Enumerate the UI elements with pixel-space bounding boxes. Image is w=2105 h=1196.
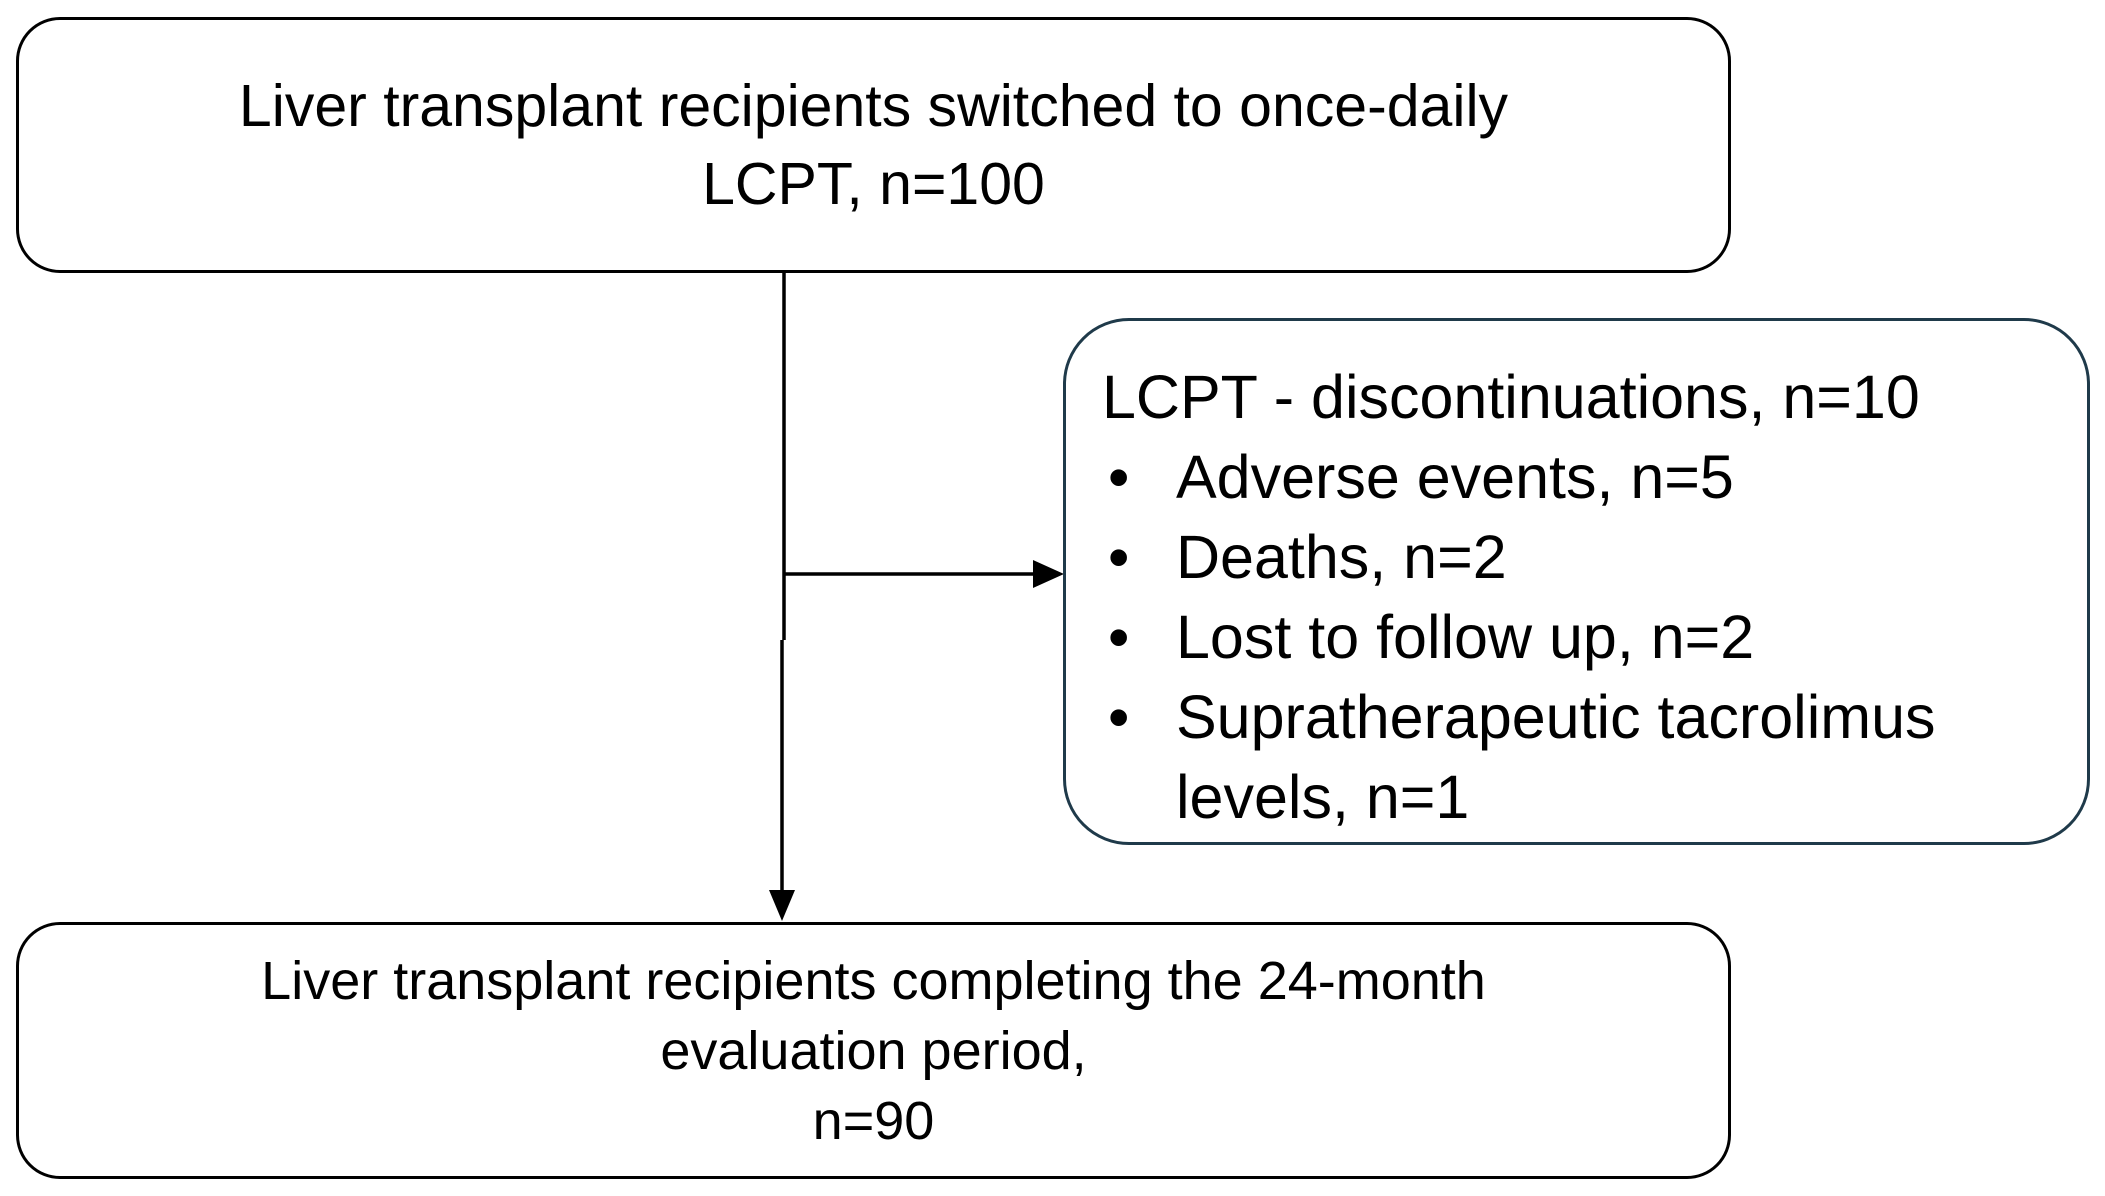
completed-box-line-1: Liver transplant recipients completing t…: [261, 950, 1486, 1011]
discontinuation-reasons-list: • Adverse events, n=5 • Deaths, n=2 • Lo…: [1102, 437, 1936, 837]
completed-box-line-2: evaluation period,: [660, 1020, 1087, 1081]
list-item-deaths: • Deaths, n=2: [1102, 517, 1936, 597]
down-arrowhead: [769, 890, 795, 921]
bullet-icon: •: [1108, 683, 1130, 751]
enrolled-box-line-1: Liver transplant recipients switched to …: [238, 73, 1509, 139]
right-arrowhead: [1033, 560, 1064, 588]
bullet-icon: •: [1108, 523, 1130, 591]
completed-box: Liver transplant recipients completing t…: [16, 922, 1731, 1179]
list-item-supratherapeutic-levels: • Supratherapeutic tacrolimus levels, n=…: [1102, 677, 1936, 837]
completed-box-line-3: n=90: [812, 1090, 935, 1151]
enrolled-box: Liver transplant recipients switched to …: [16, 17, 1731, 273]
list-item-text: Deaths, n=2: [1176, 523, 1507, 591]
list-item-adverse-events: • Adverse events, n=5: [1102, 437, 1936, 517]
list-item-text: Adverse events, n=5: [1176, 443, 1734, 511]
list-item-lost-to-follow-up: • Lost to follow up, n=2: [1102, 597, 1936, 677]
enrolled-box-line-2: LCPT, n=100: [702, 151, 1045, 217]
bullet-icon: •: [1108, 603, 1130, 671]
discontinuations-title: LCPT - discontinuations, n=10: [1102, 363, 1920, 431]
discontinuations-box: LCPT - discontinuations, n=10 • Adverse …: [1063, 318, 2090, 845]
list-item-text-continued: levels, n=1: [1176, 763, 1470, 831]
bullet-icon: •: [1108, 443, 1130, 511]
list-item-text: Supratherapeutic tacrolimus: [1176, 683, 1936, 751]
list-item-text: Lost to follow up, n=2: [1176, 603, 1755, 671]
